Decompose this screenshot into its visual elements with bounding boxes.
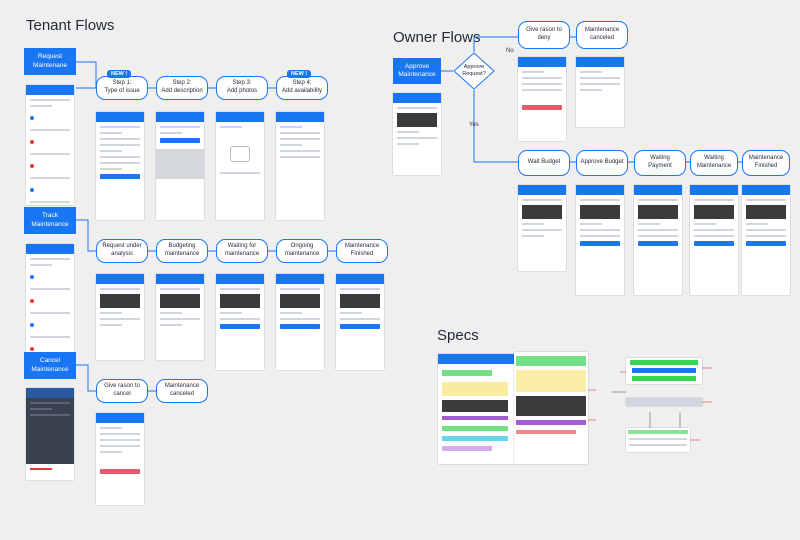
cancel-step-give-reason[interactable]: Give rason to cancel [96, 379, 148, 403]
spec-card-bar [626, 398, 702, 406]
owner-step-waiting-maintenance[interactable]: Waiting Maintenance [690, 150, 738, 176]
give-reason-cancel-screen [96, 413, 144, 505]
give-reason-deny-screen [518, 57, 566, 141]
waiting-maintenance-screen [690, 185, 738, 295]
tenant-step-type-of-issue[interactable]: Step 1: Type of issue [96, 76, 148, 100]
owner-step-give-reason-deny[interactable]: Give rason to deny [518, 21, 570, 49]
spec-card-table [626, 428, 690, 452]
yes-label: Yes [469, 122, 479, 128]
no-label: No [506, 48, 514, 54]
cancel-start-screen [26, 388, 74, 480]
track-step-budgeting-maintenance[interactable]: Budgeting maintenance [156, 239, 208, 263]
owner-step-maintenance-finished[interactable]: Maintenance Finished [742, 150, 790, 176]
spec-card-detail [514, 352, 588, 464]
track-step-request-under-analysis[interactable]: Request under analysis [96, 239, 148, 263]
tenant-step-add-description[interactable]: Step 2: Add description [156, 76, 208, 100]
owner-canceled-screen [576, 57, 624, 127]
cancel-step-maintenance-canceled[interactable]: Maintenance canceled [156, 379, 208, 403]
budgeting-maintenance-screen [156, 274, 204, 360]
cancel-maintenance-start[interactable]: Cancel Maintenance [24, 352, 76, 379]
request-start-screen [26, 85, 74, 205]
owner-step-waiting-payment[interactable]: Waiting Payment [634, 150, 686, 176]
request-under-analysis-screen [96, 274, 144, 360]
type-of-issue-screen [96, 112, 144, 220]
request-maintenance-start[interactable]: Request Maintenane [24, 48, 76, 75]
spec-card-buttons [626, 358, 702, 384]
spec-card-main [438, 354, 514, 464]
track-start-screen [26, 244, 74, 359]
track-step-ongoing-maintenance[interactable]: Ongoing maintenance [276, 239, 328, 263]
owner-maintenance-finished-screen [742, 185, 790, 295]
approve-maintenance-start[interactable]: Approve Maintenance [393, 58, 441, 84]
track-step-maintenance-finished[interactable]: Maintenance Finished [336, 239, 388, 263]
tenant-step-add-photos[interactable]: Step 3: Add photos [216, 76, 268, 100]
wait-budget-screen [518, 185, 566, 271]
owner-step-approve-budget[interactable]: Approve Budget [576, 150, 628, 176]
maintenance-finished-screen [336, 274, 384, 370]
waiting-for-maintenance-screen [216, 274, 264, 370]
new-badge: NEW ! [287, 70, 312, 78]
track-maintenance-start[interactable]: Track Maintenance [24, 207, 76, 234]
approve-start-screen [393, 93, 441, 175]
waiting-payment-screen [634, 185, 682, 295]
new-badge: NEW ! [107, 70, 132, 78]
owner-flows-title: Owner Flows [393, 29, 481, 46]
ongoing-maintenance-screen [276, 274, 324, 370]
add-photos-screen [216, 112, 264, 220]
specs-title: Specs [437, 327, 479, 344]
approve-request-decision[interactable]: Approve Request? [453, 52, 495, 90]
owner-step-wait-budget[interactable]: Wait Budget [518, 150, 570, 176]
track-step-waiting-for-maintenance[interactable]: Waiting for maintenance [216, 239, 268, 263]
owner-step-maintenance-canceled[interactable]: Maintenance canceled [576, 21, 628, 49]
add-availability-screen [276, 112, 324, 220]
approve-budget-screen [576, 185, 624, 295]
tenant-flows-title: Tenant Flows [26, 17, 115, 34]
add-description-screen [156, 112, 204, 220]
decision-label: Approve Request? [462, 64, 486, 77]
